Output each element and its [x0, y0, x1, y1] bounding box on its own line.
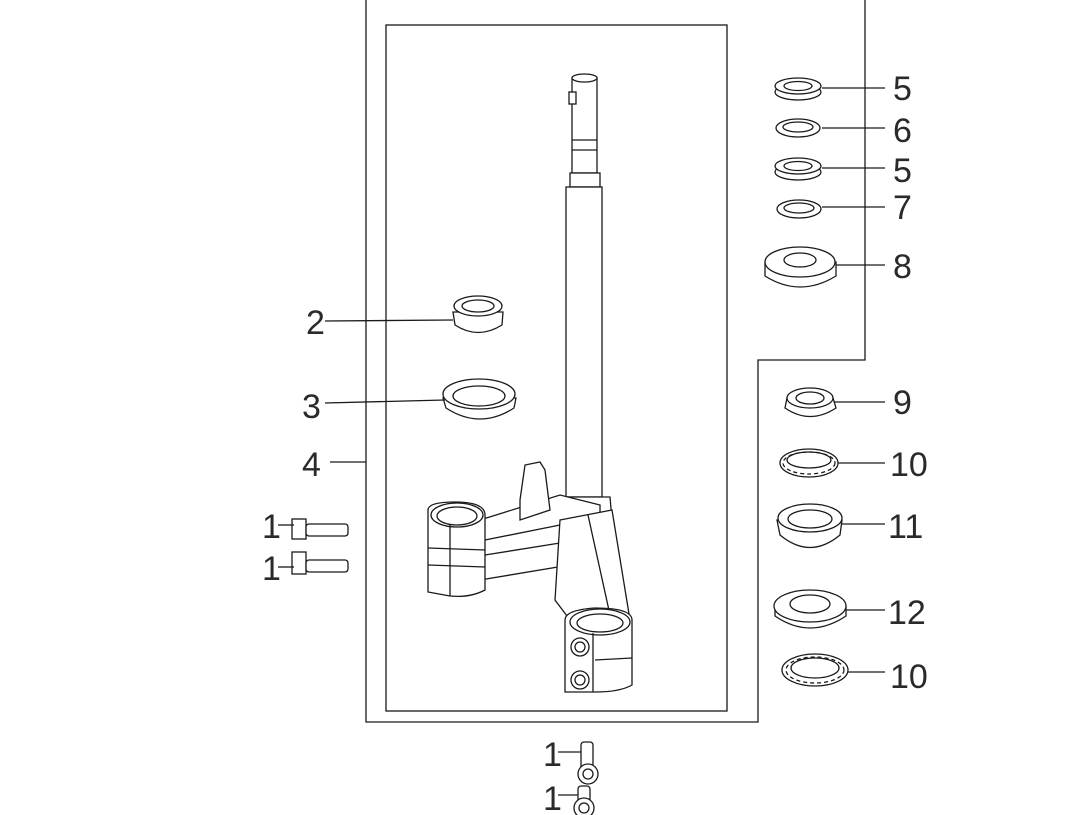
bolt-1-bottom-a [577, 741, 599, 785]
washer-6 [775, 118, 821, 138]
callout-5: 5 [893, 152, 912, 190]
bearing-race-2 [452, 295, 504, 334]
bearing-race-9 [784, 387, 837, 418]
callout-labels: 5 6 5 7 8 2 3 4 1 1 9 10 11 12 10 1 1 [262, 70, 928, 815]
callout-2: 2 [306, 304, 325, 342]
callout-8: 8 [893, 248, 912, 286]
callout-12: 12 [888, 594, 926, 632]
ball-bearing-10-top [779, 448, 839, 478]
ball-bearing-10-bottom [781, 653, 849, 687]
leader-lines [278, 87, 885, 796]
callout-5: 5 [893, 70, 912, 108]
steering-stem [554, 73, 613, 521]
callout-1: 1 [543, 780, 562, 815]
bolt-1-lower [291, 551, 349, 575]
callout-9: 9 [893, 384, 912, 422]
locknut-5-top [774, 77, 822, 101]
assembly-frame-inner [385, 24, 728, 712]
callout-1: 1 [543, 736, 562, 774]
locknut-5-bottom [774, 157, 822, 181]
callout-6: 6 [893, 112, 912, 150]
callout-4: 4 [302, 446, 321, 484]
washer-7 [776, 199, 822, 219]
bolt-1-upper [291, 518, 349, 540]
callout-7: 7 [893, 189, 912, 227]
bolt-1-bottom-b [573, 785, 595, 815]
callout-10: 10 [890, 658, 928, 696]
steering-yoke [427, 461, 633, 693]
callout-11: 11 [888, 508, 923, 546]
callout-3: 3 [302, 388, 321, 426]
callout-1: 1 [262, 550, 281, 588]
bearing-cone-12 [773, 589, 847, 629]
bearing-cup-3 [442, 378, 517, 420]
bearing-cup-11 [776, 503, 843, 548]
assembly-frame-outer [365, 0, 866, 723]
dust-cover-8 [764, 246, 837, 288]
callout-1: 1 [262, 508, 281, 546]
callout-10: 10 [890, 446, 928, 484]
